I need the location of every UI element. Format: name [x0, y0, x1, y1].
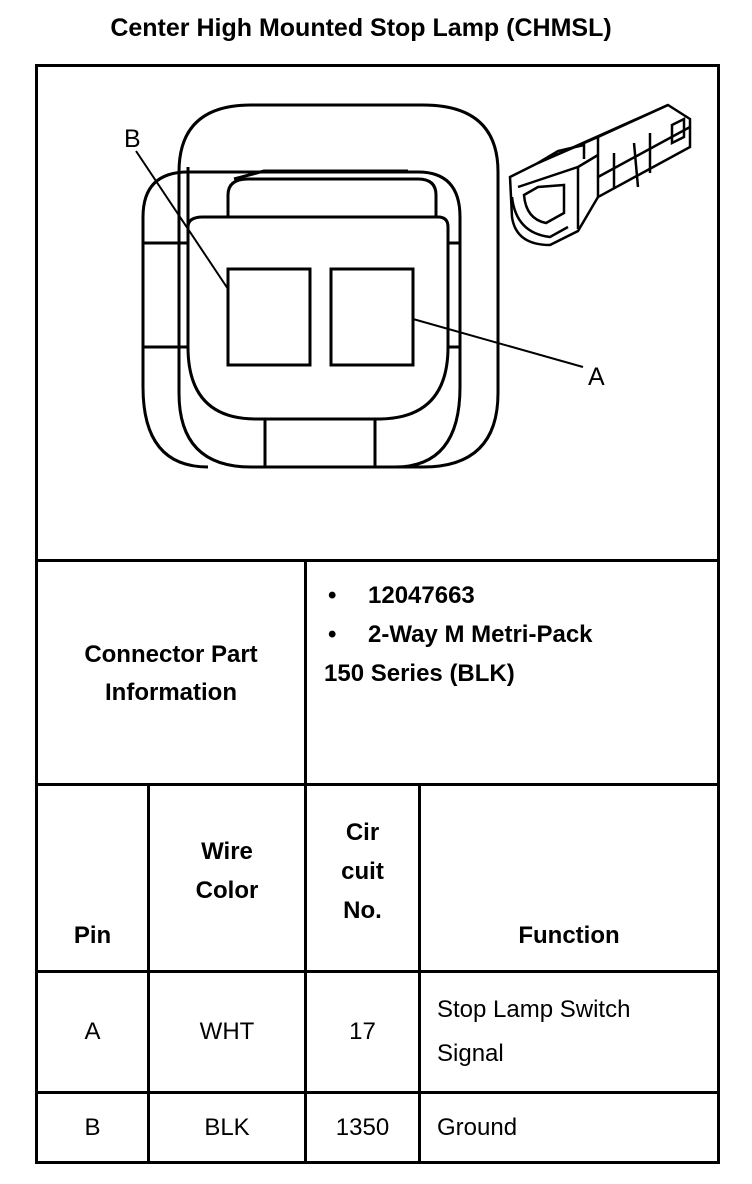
table-row-function: Ground — [421, 1094, 717, 1161]
rule-below-diagram — [38, 559, 717, 562]
table-row-circuit: 17 — [307, 973, 418, 1091]
callout-b: B — [124, 125, 141, 153]
callout-a: A — [588, 363, 605, 391]
bullet-icon: • — [328, 621, 337, 648]
header-function: Function — [421, 787, 717, 970]
connector-part-info-values: • 12047663 • 2-Way M Metri-Pack 150 Seri… — [310, 564, 717, 784]
connector-sheet: B A Connector Part Information — [35, 64, 720, 1164]
connector-diagram: B A — [124, 103, 692, 469]
header-wire-color-line1: Wire — [201, 838, 253, 865]
header-circuit-line2: cuit — [341, 857, 384, 885]
connector-part-info-label: Connector Part Information — [38, 564, 304, 784]
rule-below-part-info — [38, 783, 717, 786]
table-row-wire-color: BLK — [150, 1094, 304, 1161]
rule-below-header — [38, 970, 717, 973]
header-wire-color-line2: Color — [195, 877, 259, 904]
connector-part-info-text: Connector Part Information — [84, 641, 258, 706]
header-pin: Pin — [38, 787, 147, 970]
bullet-icon: • — [328, 582, 337, 609]
rule-col-function-left — [418, 785, 421, 1161]
connector-description-line2: 150 Series (BLK) — [324, 660, 515, 687]
part-number-item: • 12047663 — [324, 576, 717, 615]
row-b-pin: B — [84, 1113, 101, 1141]
header-pin-text: Pin — [73, 922, 112, 949]
row-a-circuit: 17 — [349, 1018, 376, 1045]
connector-face — [141, 103, 500, 469]
row-a-function-line1: Stop Lamp Switch — [437, 996, 631, 1023]
rule-col-circuit-left — [304, 561, 307, 1161]
header-wire-color: Wire Color — [150, 787, 304, 970]
callout-b-leader — [135, 150, 229, 290]
row-b-function: Ground — [437, 1113, 518, 1141]
row-a-wire-color: WHT — [199, 1018, 255, 1045]
rule-col-pin-right — [147, 785, 150, 1161]
rule-between-rows — [38, 1091, 717, 1094]
header-function-text: Function — [518, 922, 620, 949]
header-circuit-line3: No. — [343, 896, 382, 924]
row-a-function-line2: Signal — [437, 1040, 504, 1067]
table-row-function: Stop Lamp Switch Signal — [421, 973, 717, 1091]
header-circuit-line1: Cir — [345, 818, 380, 846]
table-row-pin: A — [38, 973, 147, 1091]
page-title: Center High Mounted Stop Lamp (CHMSL) — [110, 14, 612, 42]
table-row-circuit: 1350 — [307, 1094, 418, 1161]
row-b-wire-color: BLK — [204, 1113, 250, 1141]
callout-a-leader — [412, 318, 584, 368]
connector-body-illustration — [508, 103, 692, 247]
row-a-pin: A — [84, 1018, 101, 1045]
table-row-pin: B — [38, 1094, 147, 1161]
row-b-circuit: 1350 — [335, 1113, 390, 1141]
connector-description-line1: 2-Way M Metri-Pack — [368, 621, 593, 648]
table-row-wire-color: WHT — [150, 973, 304, 1091]
description-item: • 2-Way M Metri-Pack — [324, 615, 717, 654]
part-number: 12047663 — [368, 582, 475, 609]
header-circuit: Cir cuit No. — [307, 787, 418, 970]
